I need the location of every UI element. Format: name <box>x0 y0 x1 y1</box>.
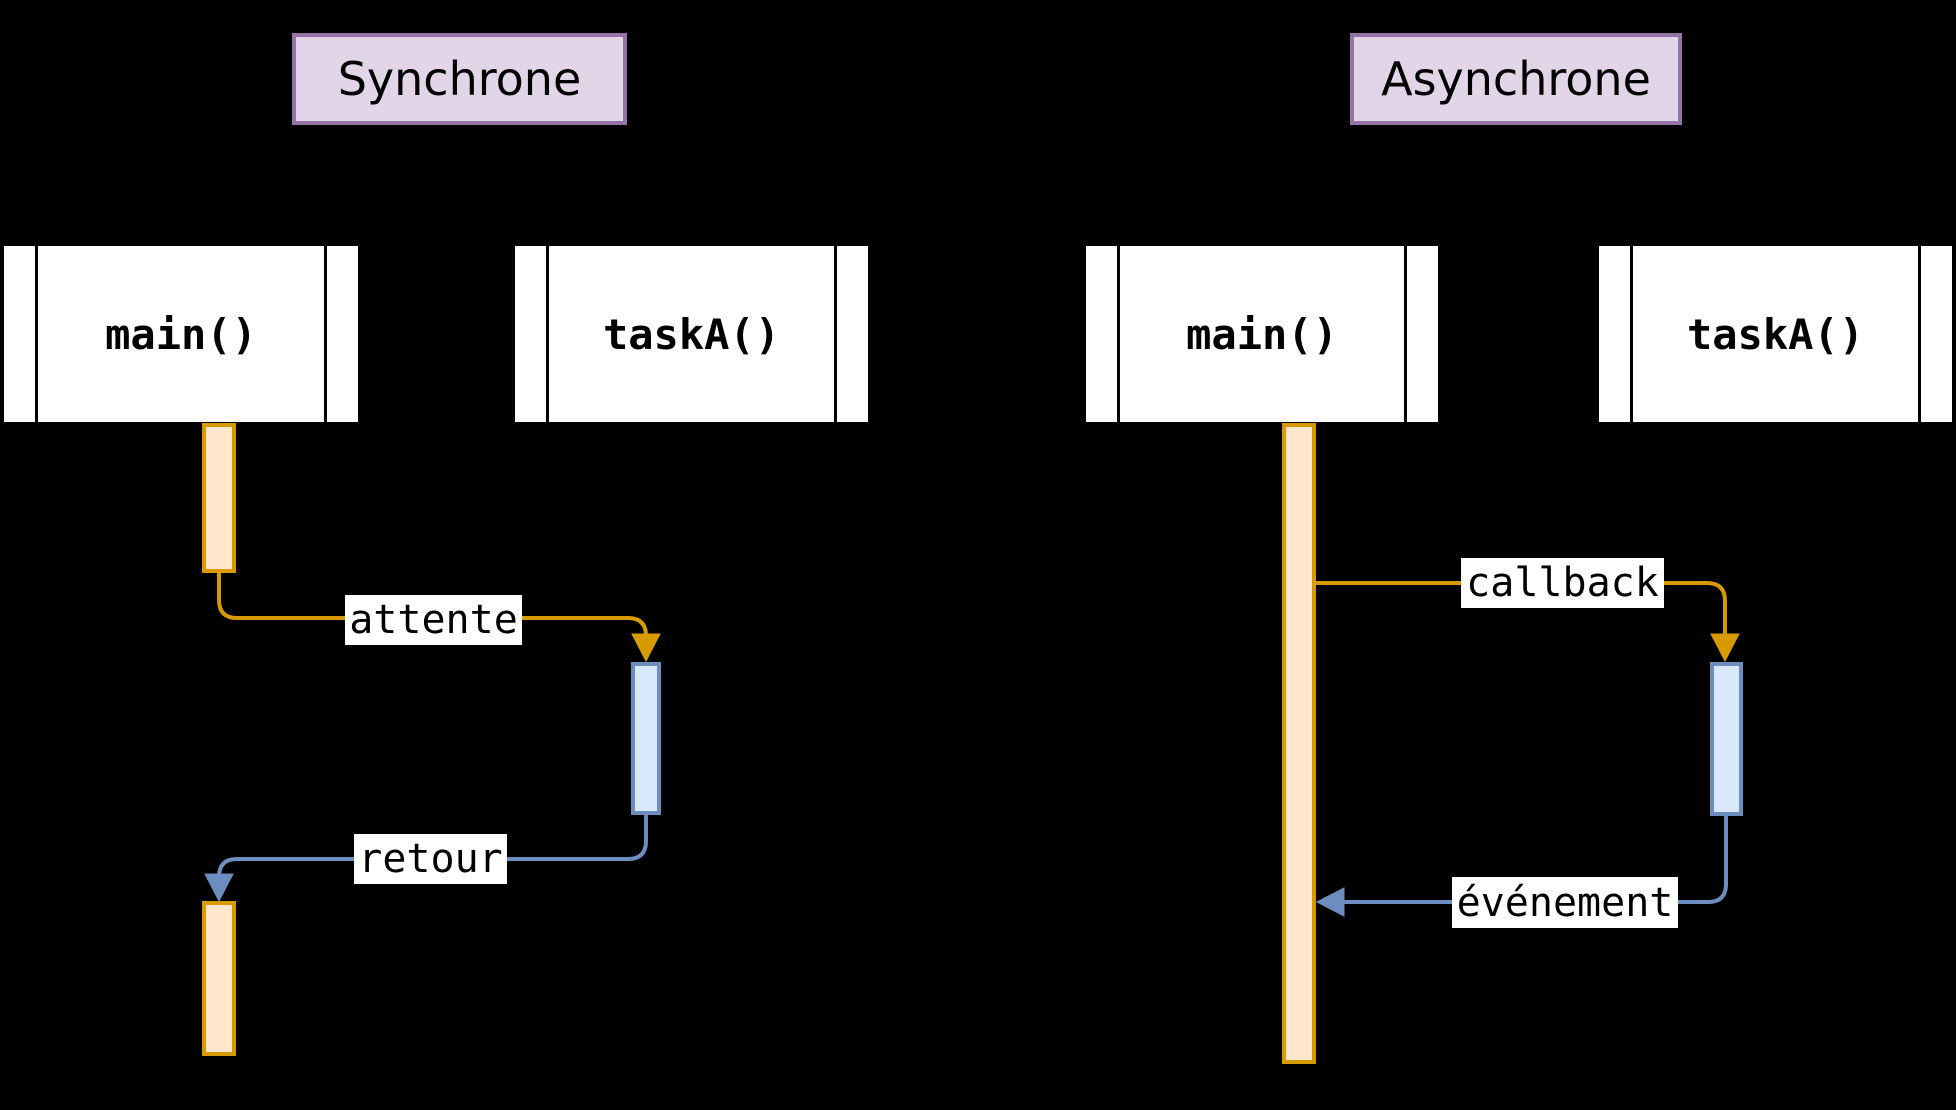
sync-task-actor-label: taskA() <box>602 309 780 359</box>
subroutine-left-line <box>1117 246 1120 422</box>
sync-main-activation-bar-2 <box>202 901 236 1056</box>
subroutine-left-line <box>546 246 549 422</box>
async-event-arrow-line <box>1344 815 1728 904</box>
subroutine-right-line <box>1404 246 1407 422</box>
async-event-arrowhead-icon <box>1315 887 1345 917</box>
sync-title-box: Synchrone <box>292 33 627 125</box>
sync-call-arrowhead-icon <box>631 633 661 663</box>
async-main-actor-label: main() <box>1186 309 1338 359</box>
subroutine-right-line <box>324 246 327 422</box>
async-call-message-label: callback <box>1461 558 1664 608</box>
subroutine-right-line <box>1918 246 1921 422</box>
subroutine-left-line <box>1630 246 1633 422</box>
async-call-arrow-line <box>1316 581 1727 637</box>
async-main-activation-bar <box>1282 423 1316 1064</box>
async-main-actor-box: main() <box>1084 244 1440 424</box>
subroutine-right-line <box>834 246 837 422</box>
async-call-arrowhead-icon <box>1710 633 1740 663</box>
async-event-message-label: événement <box>1452 877 1678 928</box>
sync-main-actor-box: main() <box>2 244 360 424</box>
async-title-box: Asynchrone <box>1350 33 1682 125</box>
sync-task-activation-bar <box>631 662 661 815</box>
async-task-actor-label: taskA() <box>1686 309 1864 359</box>
async-task-actor-box: taskA() <box>1597 244 1954 424</box>
sync-return-message-label: retour <box>354 834 507 884</box>
sync-main-actor-label: main() <box>105 309 257 359</box>
sync-task-actor-box: taskA() <box>513 244 870 424</box>
sync-return-arrowhead-icon <box>204 873 234 903</box>
sync-call-message-label: attente <box>345 595 522 645</box>
subroutine-left-line <box>35 246 38 422</box>
async-task-activation-bar <box>1710 662 1743 816</box>
sync-main-activation-bar-1 <box>202 423 236 573</box>
